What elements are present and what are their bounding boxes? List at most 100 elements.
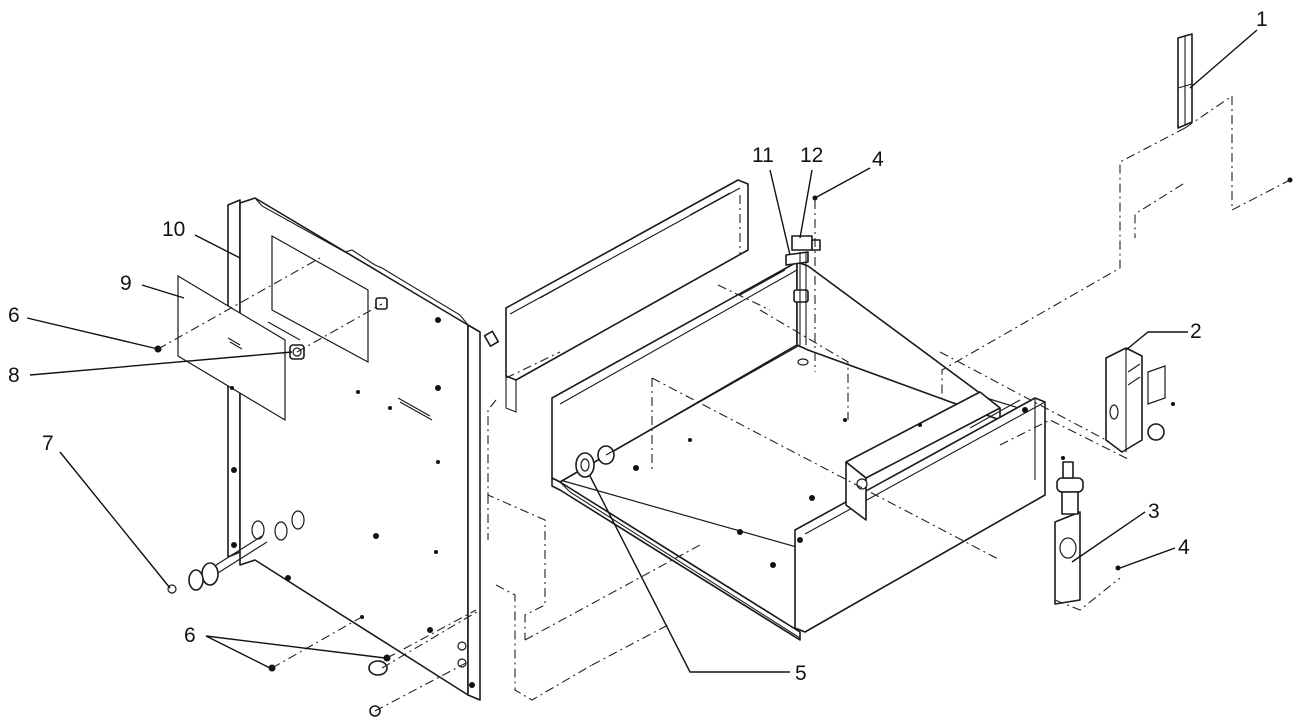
bushing-top bbox=[375, 297, 388, 310]
leader-4b bbox=[1119, 547, 1176, 569]
bracket-2-screw bbox=[1171, 402, 1175, 406]
burner-box-side bbox=[845, 461, 867, 521]
callout-labels: 1 2 3 4 4 5 6 6 7 8 9 10 11 12 bbox=[8, 8, 1268, 685]
deflector-lower-edge bbox=[505, 380, 517, 413]
vertical-rod bbox=[1177, 33, 1193, 129]
bracket-block bbox=[793, 289, 809, 303]
valve-top bbox=[1062, 461, 1074, 479]
leader-7 bbox=[59, 451, 171, 589]
dash-left-1 bbox=[487, 399, 546, 640]
deflector-slot bbox=[539, 269, 591, 299]
screw-4-right bbox=[1115, 565, 1121, 571]
dash-left-2 bbox=[524, 544, 701, 641]
grommet-hole bbox=[251, 520, 265, 540]
bracket-2-body bbox=[1105, 347, 1143, 453]
panel-hole bbox=[436, 460, 440, 464]
dash-left-5 bbox=[591, 624, 669, 666]
callout-6-top: 6 bbox=[8, 304, 20, 327]
bracket-2-hole bbox=[1109, 404, 1119, 420]
valve-screw bbox=[1061, 456, 1065, 460]
tray-front-fold bbox=[804, 401, 1046, 535]
cover-plate-slot bbox=[227, 337, 241, 346]
callout-7: 7 bbox=[42, 432, 54, 455]
panel-hole bbox=[285, 575, 291, 581]
bracket-arm bbox=[785, 251, 809, 266]
bracket-2-fitting bbox=[1147, 423, 1165, 441]
panel-front-flange bbox=[467, 324, 481, 701]
leader-12 bbox=[799, 169, 813, 239]
bracket-top bbox=[791, 235, 813, 251]
cover-plate-hole bbox=[230, 386, 234, 390]
dash-rod-side bbox=[1134, 183, 1184, 238]
floor-hole bbox=[688, 438, 692, 442]
callout-6-bottom: 6 bbox=[184, 624, 196, 647]
leader-8 bbox=[29, 351, 293, 376]
leader-5 bbox=[589, 475, 790, 673]
callout-12: 12 bbox=[800, 144, 823, 167]
dash-rod-down bbox=[941, 127, 1186, 398]
floor-hole bbox=[918, 423, 922, 427]
valve-stem bbox=[209, 541, 268, 579]
bracket-base bbox=[797, 358, 809, 366]
panel-hole bbox=[435, 385, 441, 391]
bottom-knob bbox=[368, 660, 388, 676]
dash-floor-diag bbox=[651, 377, 1001, 561]
panel-hole bbox=[360, 615, 364, 619]
rod-band bbox=[1177, 83, 1193, 89]
callout-11: 11 bbox=[752, 144, 774, 167]
dash-rod bbox=[1184, 94, 1291, 211]
panel-top-edge bbox=[254, 197, 469, 326]
panel-hole bbox=[435, 317, 441, 323]
tray-front-slot bbox=[969, 399, 1021, 429]
dash-screw-6c bbox=[386, 609, 477, 659]
panel-hole bbox=[427, 627, 433, 633]
bracket-2-slot bbox=[1127, 376, 1141, 386]
callout-10: 10 bbox=[162, 218, 185, 241]
leader-1 bbox=[1189, 29, 1258, 89]
dash-bottom-nut bbox=[374, 662, 467, 712]
deflector-slot bbox=[689, 192, 731, 216]
tray-fitting-hole bbox=[580, 458, 590, 472]
leader-lines bbox=[26, 29, 1258, 673]
leader-11 bbox=[769, 169, 791, 256]
gas-valve-assembly bbox=[1054, 456, 1084, 605]
callout-8: 8 bbox=[8, 364, 20, 387]
leader-10 bbox=[194, 234, 241, 259]
leader-2 bbox=[1125, 331, 1188, 351]
floor-hole bbox=[737, 529, 743, 535]
base-tray bbox=[551, 261, 1046, 641]
dash-bushing bbox=[296, 303, 383, 353]
valve-stem bbox=[1061, 491, 1079, 515]
panel-slot-3 bbox=[399, 401, 433, 421]
callout-4-right: 4 bbox=[1178, 536, 1190, 559]
callout-4-top: 4 bbox=[872, 148, 884, 171]
grommet-hole bbox=[291, 510, 305, 530]
deflector-panel bbox=[505, 179, 749, 413]
callout-1: 1 bbox=[1256, 8, 1268, 31]
dash-bracket-2 bbox=[939, 351, 1107, 441]
leader-6b-2 bbox=[205, 635, 386, 659]
floor-hole bbox=[809, 495, 815, 501]
flange-hole bbox=[231, 542, 237, 548]
grommet-hole bbox=[274, 521, 288, 541]
leader-9 bbox=[141, 284, 185, 299]
mounting-bracket bbox=[1105, 347, 1175, 453]
panel-window-cutout bbox=[271, 234, 369, 364]
knob bbox=[188, 569, 204, 591]
pilot-bracket bbox=[785, 235, 821, 366]
flange-hole bbox=[231, 467, 237, 473]
bracket-2-slot bbox=[1127, 363, 1141, 373]
panel-hole bbox=[388, 406, 392, 410]
dash-screw-6b bbox=[271, 617, 361, 669]
bracket-2-plate bbox=[1147, 365, 1166, 405]
dash-valve bbox=[1054, 577, 1121, 611]
callout-9: 9 bbox=[120, 272, 132, 295]
tray-back-slot bbox=[739, 269, 786, 296]
leader-6a bbox=[26, 317, 159, 350]
dash-deflector-2 bbox=[759, 309, 849, 420]
callout-2: 2 bbox=[1190, 320, 1202, 343]
tray-pipe bbox=[605, 344, 801, 456]
panel-hole bbox=[356, 390, 360, 394]
callout-3: 3 bbox=[1148, 500, 1160, 523]
